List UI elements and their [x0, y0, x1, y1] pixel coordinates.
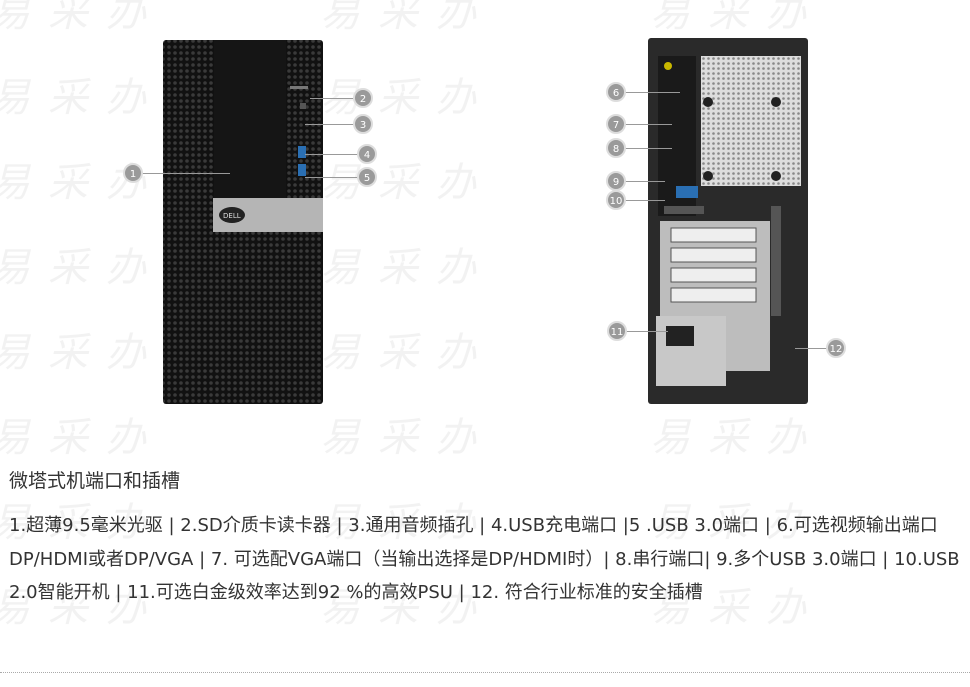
- callout-marker: 8: [606, 138, 626, 158]
- watermark-text: 易采办: [320, 330, 494, 376]
- watermark-text: 易采办: [0, 330, 164, 376]
- front-tower-image: DELL: [163, 40, 323, 404]
- back-tower-image: [648, 38, 808, 404]
- callout-leader-line: [305, 154, 367, 155]
- watermark-text: 易采办: [320, 0, 494, 36]
- watermark-text: 易采办: [320, 245, 494, 291]
- watermark-text: 易采办: [650, 415, 824, 461]
- callout-marker: 12: [826, 338, 846, 358]
- dell-logo: DELL: [223, 212, 241, 220]
- callout-marker: 7: [606, 114, 626, 134]
- callout-leader-line: [305, 177, 367, 178]
- callout-marker: 5: [357, 167, 377, 187]
- watermark-text: 易采办: [0, 415, 164, 461]
- callout-leader-line: [133, 173, 230, 174]
- callout-marker: 1: [123, 163, 143, 183]
- watermark-text: 易采办: [0, 245, 164, 291]
- callout-marker: 11: [607, 321, 627, 341]
- callout-leader-line: [616, 124, 672, 125]
- callout-leader-line: [795, 348, 836, 349]
- watermark-text: 易采办: [650, 0, 824, 36]
- callout-leader-line: [616, 92, 680, 93]
- section-title: 微塔式机端口和插槽: [9, 470, 181, 492]
- callout-leader-line: [616, 181, 665, 182]
- callout-leader-line: [617, 331, 668, 332]
- watermark-text: 易采办: [320, 75, 494, 121]
- watermark-text: 易采办: [0, 75, 164, 121]
- watermark-text: 易采办: [0, 0, 164, 36]
- callout-leader-line: [310, 98, 363, 99]
- callout-marker: 6: [606, 82, 626, 102]
- callout-leader-line: [616, 148, 672, 149]
- callout-marker: 3: [353, 114, 373, 134]
- callout-leader-line: [616, 200, 665, 201]
- ports-description: 1.超薄9.5毫米光驱 | 2.SD介质卡读卡器 | 3.通用音频插孔 | 4.…: [9, 515, 960, 603]
- watermark-text: 易采办: [320, 160, 494, 206]
- callout-leader-line: [305, 124, 363, 125]
- divider: [0, 672, 970, 673]
- watermark-text: 易采办: [320, 415, 494, 461]
- callout-marker: 4: [357, 144, 377, 164]
- callout-marker: 2: [353, 88, 373, 108]
- callout-marker: 10: [606, 190, 626, 210]
- callout-marker: 9: [606, 171, 626, 191]
